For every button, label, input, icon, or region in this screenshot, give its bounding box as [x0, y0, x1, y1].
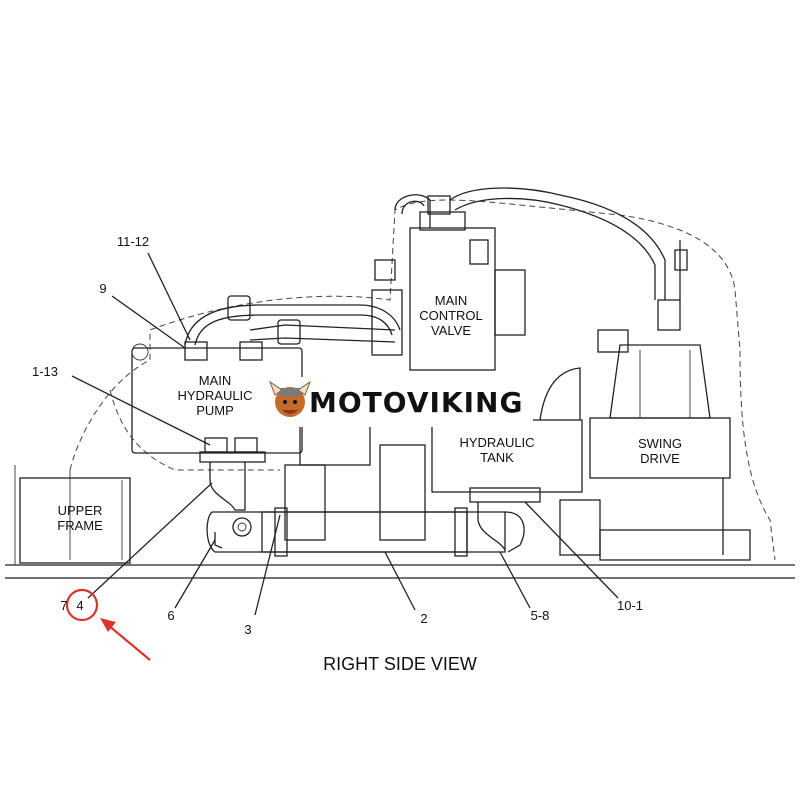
- upper-frame: [14, 465, 131, 565]
- highlight-callout: [65, 588, 151, 661]
- leader-lines: [71, 252, 619, 616]
- upper-structure-outline: [69, 199, 776, 561]
- label-main-control-valve: MAIN CONTROL VALVE: [419, 293, 483, 338]
- svg-text:HYDRAULIC: HYDRAULIC: [459, 435, 534, 450]
- pump-cover-outline: [109, 389, 280, 471]
- svg-text:PUMP: PUMP: [196, 403, 234, 418]
- highlight-circle: [65, 588, 99, 622]
- svg-text:DRIVE: DRIVE: [640, 451, 680, 466]
- svg-text:CONTROL: CONTROL: [419, 308, 483, 323]
- view-title: RIGHT SIDE VIEW: [323, 654, 477, 674]
- callout-5-8: 5-8: [531, 608, 550, 623]
- brand-watermark: MOTOVIKING: [268, 377, 533, 427]
- callout-9: 9: [99, 281, 106, 296]
- tank-bracket: [559, 499, 601, 556]
- svg-text:HYDRAULIC: HYDRAULIC: [177, 388, 252, 403]
- pump-hoses: [184, 295, 401, 346]
- callout-4: 4: [76, 598, 83, 613]
- callout-2: 2: [420, 611, 427, 626]
- label-upper-frame: UPPER FRAME: [57, 503, 103, 533]
- swing-fitting: [657, 240, 688, 331]
- svg-text:MAIN: MAIN: [199, 373, 232, 388]
- mount-column: [379, 444, 426, 541]
- callout-7: 7: [60, 598, 67, 613]
- viking-mascot-icon: [268, 380, 312, 417]
- svg-text:MOTOVIKING: MOTOVIKING: [309, 386, 523, 419]
- svg-text:TANK: TANK: [480, 450, 514, 465]
- swing-hose: [449, 187, 666, 300]
- svg-text:UPPER: UPPER: [58, 503, 103, 518]
- label-swing-drive: SWING DRIVE: [638, 436, 682, 466]
- callout-11-12: 11-12: [117, 234, 149, 249]
- svg-text:FRAME: FRAME: [57, 518, 103, 533]
- mount-block: [299, 424, 371, 466]
- filter-tube: [206, 507, 525, 557]
- swing-hose-inner: [454, 197, 656, 300]
- callout-3: 3: [244, 622, 251, 637]
- svg-text:SWING: SWING: [638, 436, 682, 451]
- svg-text:VALVE: VALVE: [431, 323, 471, 338]
- label-hydraulic-tank: HYDRAULIC TANK: [459, 435, 534, 465]
- label-main-hydraulic-pump: MAIN HYDRAULIC PUMP: [177, 373, 252, 418]
- highlight-arrow-head: [100, 618, 116, 632]
- callout-1-13: 1-13: [32, 364, 58, 379]
- highlight-arrow-shaft: [107, 624, 151, 661]
- main-control-valve-body: [371, 194, 526, 371]
- svg-text:MAIN: MAIN: [435, 293, 468, 308]
- callout-6: 6: [167, 608, 174, 623]
- callout-10-1: 10-1: [617, 598, 643, 613]
- support-bracket: [284, 464, 326, 541]
